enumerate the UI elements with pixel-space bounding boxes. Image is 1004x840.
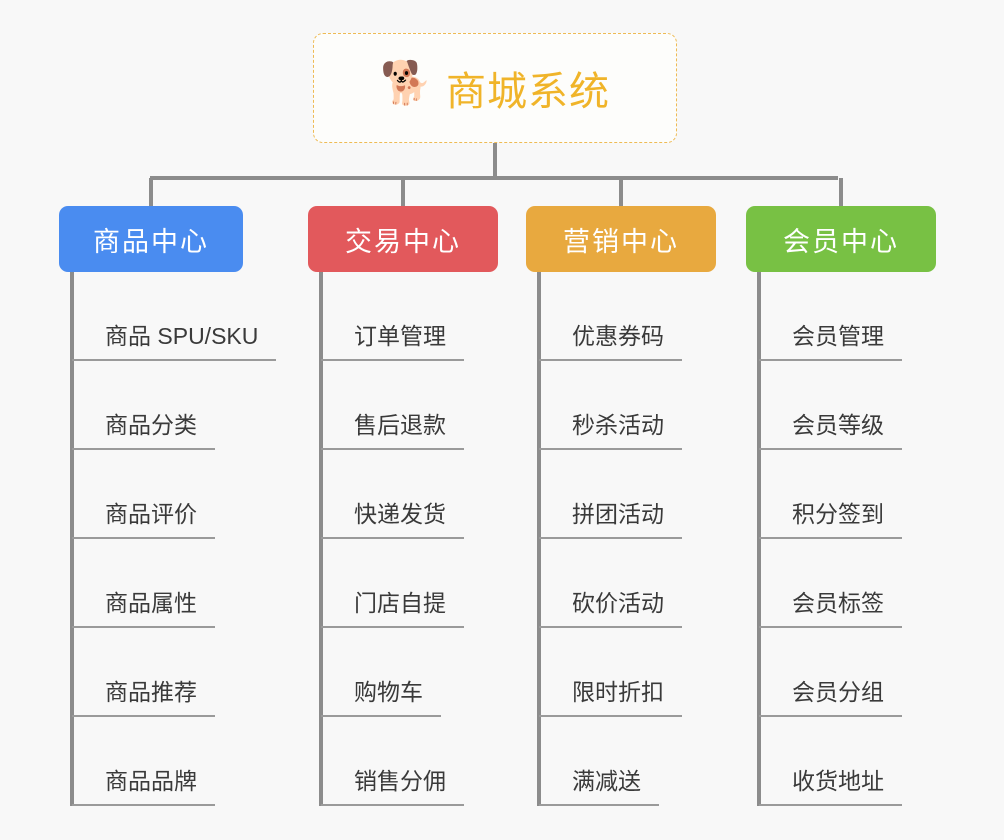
leaf-item-label: 商品评价 [72, 503, 215, 539]
leaf-item-label: 购物车 [321, 681, 441, 717]
leaf-item[interactable]: 销售分佣 [321, 717, 464, 806]
leaf-item[interactable]: 秒杀活动 [539, 361, 682, 450]
leaf-item[interactable]: 会员管理 [759, 272, 902, 361]
category-header-label: 会员中心 [783, 226, 899, 257]
category-items-1: 商品 SPU/SKU 商品分类商品评价商品属性商品推荐商品品牌 [72, 272, 277, 806]
leaf-item-label: 会员标签 [759, 592, 902, 628]
leaf-item[interactable]: 商品属性 [72, 539, 276, 628]
leaf-item-label: 售后退款 [321, 414, 464, 450]
leaf-item[interactable]: 砍价活动 [539, 539, 682, 628]
category-header-4[interactable]: 会员中心 [746, 206, 936, 272]
leaf-item-label: 会员管理 [759, 325, 902, 361]
leaf-item-label: 会员分组 [759, 681, 902, 717]
leaf-item[interactable]: 购物车 [321, 628, 464, 717]
leaf-item[interactable]: 商品评价 [72, 450, 276, 539]
leaf-item-label: 满减送 [539, 770, 659, 806]
leaf-item-label: 订单管理 [321, 325, 464, 361]
category-header-3[interactable]: 营销中心 [526, 206, 716, 272]
leaf-item-label: 优惠券码 [539, 325, 682, 361]
leaf-item[interactable]: 会员等级 [759, 361, 902, 450]
leaf-item[interactable]: 会员分组 [759, 628, 902, 717]
category-header-label: 商品中心 [93, 226, 209, 257]
leaf-item[interactable]: 快递发货 [321, 450, 464, 539]
leaf-item[interactable]: 商品品牌 [72, 717, 276, 806]
leaf-item-label: 商品 SPU/SKU [72, 325, 277, 361]
category-header-1[interactable]: 商品中心 [59, 206, 243, 272]
leaf-item-label: 积分签到 [759, 503, 902, 539]
shiba-dog-face-icon: 🐕 [380, 59, 433, 106]
category-items-4: 会员管理会员等级积分签到会员标签会员分组收货地址 [759, 272, 902, 806]
leaf-item-label: 商品分类 [72, 414, 215, 450]
leaf-item-label: 门店自提 [321, 592, 464, 628]
leaf-item[interactable]: 会员标签 [759, 539, 902, 628]
leaf-item-label: 秒杀活动 [539, 414, 682, 450]
leaf-item-label: 商品品牌 [72, 770, 215, 806]
leaf-item[interactable]: 收货地址 [759, 717, 902, 806]
category-header-label: 交易中心 [345, 226, 461, 257]
leaf-item-label: 商品属性 [72, 592, 215, 628]
leaf-item[interactable]: 积分签到 [759, 450, 902, 539]
leaf-item-label: 拼团活动 [539, 503, 682, 539]
leaf-item-label: 商品推荐 [72, 681, 215, 717]
leaf-item[interactable]: 门店自提 [321, 539, 464, 628]
root-node[interactable]: 🐕 商城系统 [313, 33, 677, 143]
leaf-item[interactable]: 订单管理 [321, 272, 464, 361]
leaf-item-label: 销售分佣 [321, 770, 464, 806]
root-node-label: 商城系统 [446, 70, 610, 114]
leaf-item-label: 砍价活动 [539, 592, 682, 628]
leaf-item-label: 快递发货 [321, 503, 464, 539]
leaf-item[interactable]: 售后退款 [321, 361, 464, 450]
leaf-item-label: 限时折扣 [539, 681, 682, 717]
category-header-2[interactable]: 交易中心 [308, 206, 498, 272]
leaf-item[interactable]: 拼团活动 [539, 450, 682, 539]
leaf-item[interactable]: 商品 SPU/SKU [72, 272, 277, 361]
category-items-2: 订单管理售后退款快递发货门店自提购物车销售分佣 [321, 272, 464, 806]
leaf-item[interactable]: 商品推荐 [72, 628, 276, 717]
leaf-item[interactable]: 限时折扣 [539, 628, 682, 717]
leaf-item-label: 会员等级 [759, 414, 902, 450]
leaf-item[interactable]: 满减送 [539, 717, 682, 806]
category-items-3: 优惠券码秒杀活动拼团活动砍价活动限时折扣满减送 [539, 272, 682, 806]
leaf-item-label: 收货地址 [759, 770, 902, 806]
category-header-label: 营销中心 [563, 226, 679, 257]
leaf-item[interactable]: 商品分类 [72, 361, 276, 450]
leaf-item[interactable]: 优惠券码 [539, 272, 682, 361]
